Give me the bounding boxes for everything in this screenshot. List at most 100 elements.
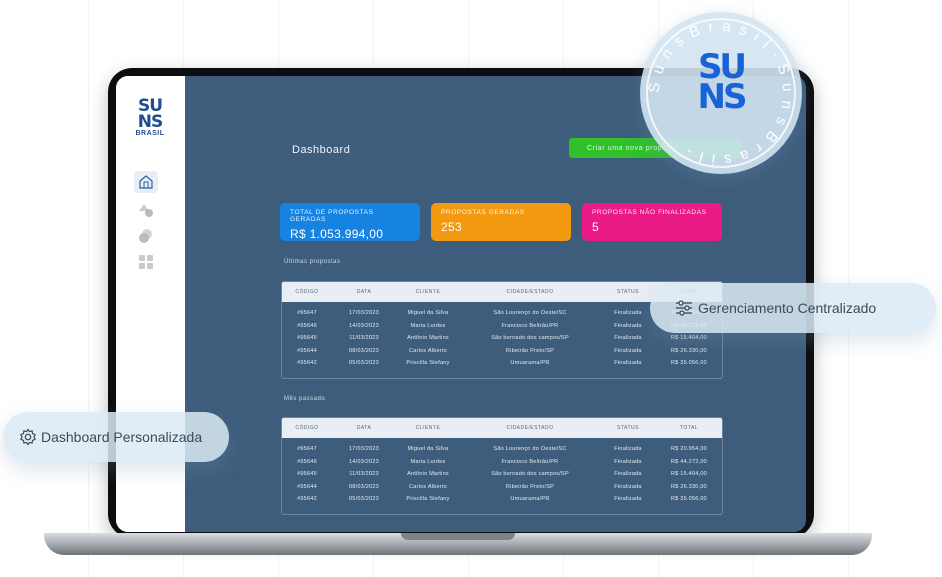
table-cell: Finalizada xyxy=(614,483,642,490)
table-cell: Priscilla Stefany xyxy=(406,360,450,367)
table-cell: 08/03/2023 xyxy=(349,483,379,490)
table-cell: Finalizada xyxy=(614,446,642,453)
table-cell: #95646 xyxy=(297,458,317,465)
table-row[interactable]: #95642 05/03/2023 Priscilla Stefany Umuaram… xyxy=(282,357,722,370)
table-cell: Finalizada xyxy=(614,471,642,478)
column-header[interactable]: STATUS xyxy=(617,289,639,295)
column-header[interactable]: CÓDIGO xyxy=(295,425,319,431)
card-value: 253 xyxy=(441,220,462,234)
total-proposals-card[interactable]: TOTAL DE PROPOSTAS GERADAS R$ 1.053.994,… xyxy=(280,203,420,241)
table-cell: Finalizada xyxy=(614,496,642,503)
table-cell: Finalizada xyxy=(614,360,642,367)
table-cell: Finalizada xyxy=(614,322,642,329)
table-row[interactable]: #95645 11/03/2023 Antônio Martins São berna… xyxy=(282,468,722,481)
feature-label: Dashboard Personalizada xyxy=(41,429,203,445)
sliders-icon xyxy=(676,300,692,316)
table-cell: Maria Lurdes xyxy=(410,322,446,329)
last-month-proposals-table: CÓDIGO DATA CLIENTE CIDADE/ESTADO STATUS TOTA… xyxy=(281,417,723,515)
table-cell: Maria Lurdes xyxy=(410,458,446,465)
card-label: PROPOSTAS GERADAS xyxy=(441,209,525,216)
section-label-last-month: Mês passado xyxy=(284,396,326,402)
table-cell: Miguel da Silva xyxy=(407,446,449,453)
grid-icon xyxy=(139,255,153,269)
card-label: TOTAL DE PROPOSTAS GERADAS xyxy=(290,209,374,223)
page-title: Dashboard xyxy=(292,144,351,156)
table-cell: Finalizada xyxy=(614,347,642,354)
card-label: PROPOSTAS NÃO FINALIZADAS xyxy=(592,209,707,216)
table-cell: R$ 15.404,00 xyxy=(671,335,707,342)
table-cell: Ribeirão Preto/SP xyxy=(505,483,555,490)
sidebar-item-layers[interactable] xyxy=(134,225,158,247)
column-header[interactable]: CLIENTE xyxy=(415,425,441,431)
brand-logo[interactable]: SU NS BRASIL xyxy=(130,96,170,138)
column-header[interactable]: CLIENTE xyxy=(415,289,441,295)
table-cell: R$ 26.330,00 xyxy=(671,483,707,490)
table-cell: 11/03/2023 xyxy=(349,471,379,478)
column-header[interactable]: CIDADE/ESTADO xyxy=(506,289,554,295)
column-header[interactable]: TOTAL xyxy=(679,425,699,431)
shapes-icon xyxy=(139,204,153,217)
section-label-recent: Últimas propostas xyxy=(284,259,341,265)
column-header[interactable]: STATUS xyxy=(617,425,639,431)
table-row[interactable]: #95644 08/03/2023 Carlos Alberto Ribeirão P… xyxy=(282,481,722,494)
bg-gridline xyxy=(88,0,89,577)
card-value: R$ 1.053.994,00 xyxy=(290,227,384,241)
brand-seal: S u n s B r a s i l - S u n s B r a s i … xyxy=(640,12,802,174)
table-cell: #95647 xyxy=(297,446,317,453)
table-cell: São bernado dos campos/SP xyxy=(491,335,569,342)
table-cell: Antônio Martins xyxy=(407,471,449,478)
table-cell: Francisco Beltrão/PR xyxy=(501,458,559,465)
laptop-base xyxy=(44,533,872,555)
table-cell: Antônio Martins xyxy=(407,335,449,342)
feature-label: Gerenciamento Centralizado xyxy=(698,300,877,316)
table-cell: #95646 xyxy=(297,322,317,329)
sidebar-item-grid[interactable] xyxy=(134,251,158,273)
table-cell: R$ 35.056,00 xyxy=(671,496,707,503)
table-cell: R$ 26.330,00 xyxy=(671,347,707,354)
table-cell: #95645 xyxy=(297,335,317,342)
sidebar-item-shapes[interactable] xyxy=(134,199,158,221)
feature-badge-dashboard: Dashboard Personalizada xyxy=(3,412,229,462)
table-cell: R$ 15.404,00 xyxy=(671,471,707,478)
table-cell: São Lourenço do Oeste/SC xyxy=(493,310,567,317)
table-cell: Finalizada xyxy=(614,335,642,342)
table-cell: Priscilla Stefany xyxy=(406,496,450,503)
column-header[interactable]: CIDADE/ESTADO xyxy=(506,425,554,431)
table-cell: R$ 44.272,00 xyxy=(671,458,707,465)
table-cell: 17/03/2023 xyxy=(349,446,379,453)
home-icon xyxy=(139,175,153,189)
table-cell: São bernado dos campos/SP xyxy=(491,471,569,478)
sidebar: SU NS BRASIL xyxy=(116,76,185,532)
table-cell: #95644 xyxy=(297,347,317,354)
table-cell: Finalizada xyxy=(614,458,642,465)
table-cell: R$ 35.056,00 xyxy=(671,360,707,367)
main-content: Dashboard Criar uma nova proposta TOTAL … xyxy=(185,76,806,532)
table-cell: Carlos Alberto xyxy=(409,347,447,354)
table-cell: Carlos Alberto xyxy=(409,483,447,490)
card-value: 5 xyxy=(592,220,599,234)
table-cell: R$ 20.954,00 xyxy=(671,446,707,453)
table-cell: 05/03/2023 xyxy=(349,496,379,503)
table-cell: #95642 xyxy=(297,360,317,367)
unfinished-proposals-card[interactable]: PROPOSTAS NÃO FINALIZADAS 5 xyxy=(582,203,722,241)
seal-logo: SU NS xyxy=(697,47,748,117)
table-cell: 17/03/2023 xyxy=(349,310,379,317)
column-header[interactable]: CÓDIGO xyxy=(295,289,319,295)
table-cell: Umuarama/PR xyxy=(510,360,550,367)
table-cell: #95644 xyxy=(297,483,317,490)
table-cell: 05/03/2023 xyxy=(349,360,379,367)
column-header[interactable]: DATA xyxy=(356,289,372,295)
sidebar-item-home[interactable] xyxy=(134,171,158,193)
table-cell: Finalizada xyxy=(614,310,642,317)
table-cell: #95645 xyxy=(297,471,317,478)
generated-proposals-card[interactable]: PROPOSTAS GERADAS 253 xyxy=(431,203,571,241)
table-cell: #95642 xyxy=(297,496,317,503)
column-header[interactable]: DATA xyxy=(356,425,372,431)
table-cell: 14/03/2023 xyxy=(349,322,379,329)
logo-mark: SU NS xyxy=(137,96,163,132)
